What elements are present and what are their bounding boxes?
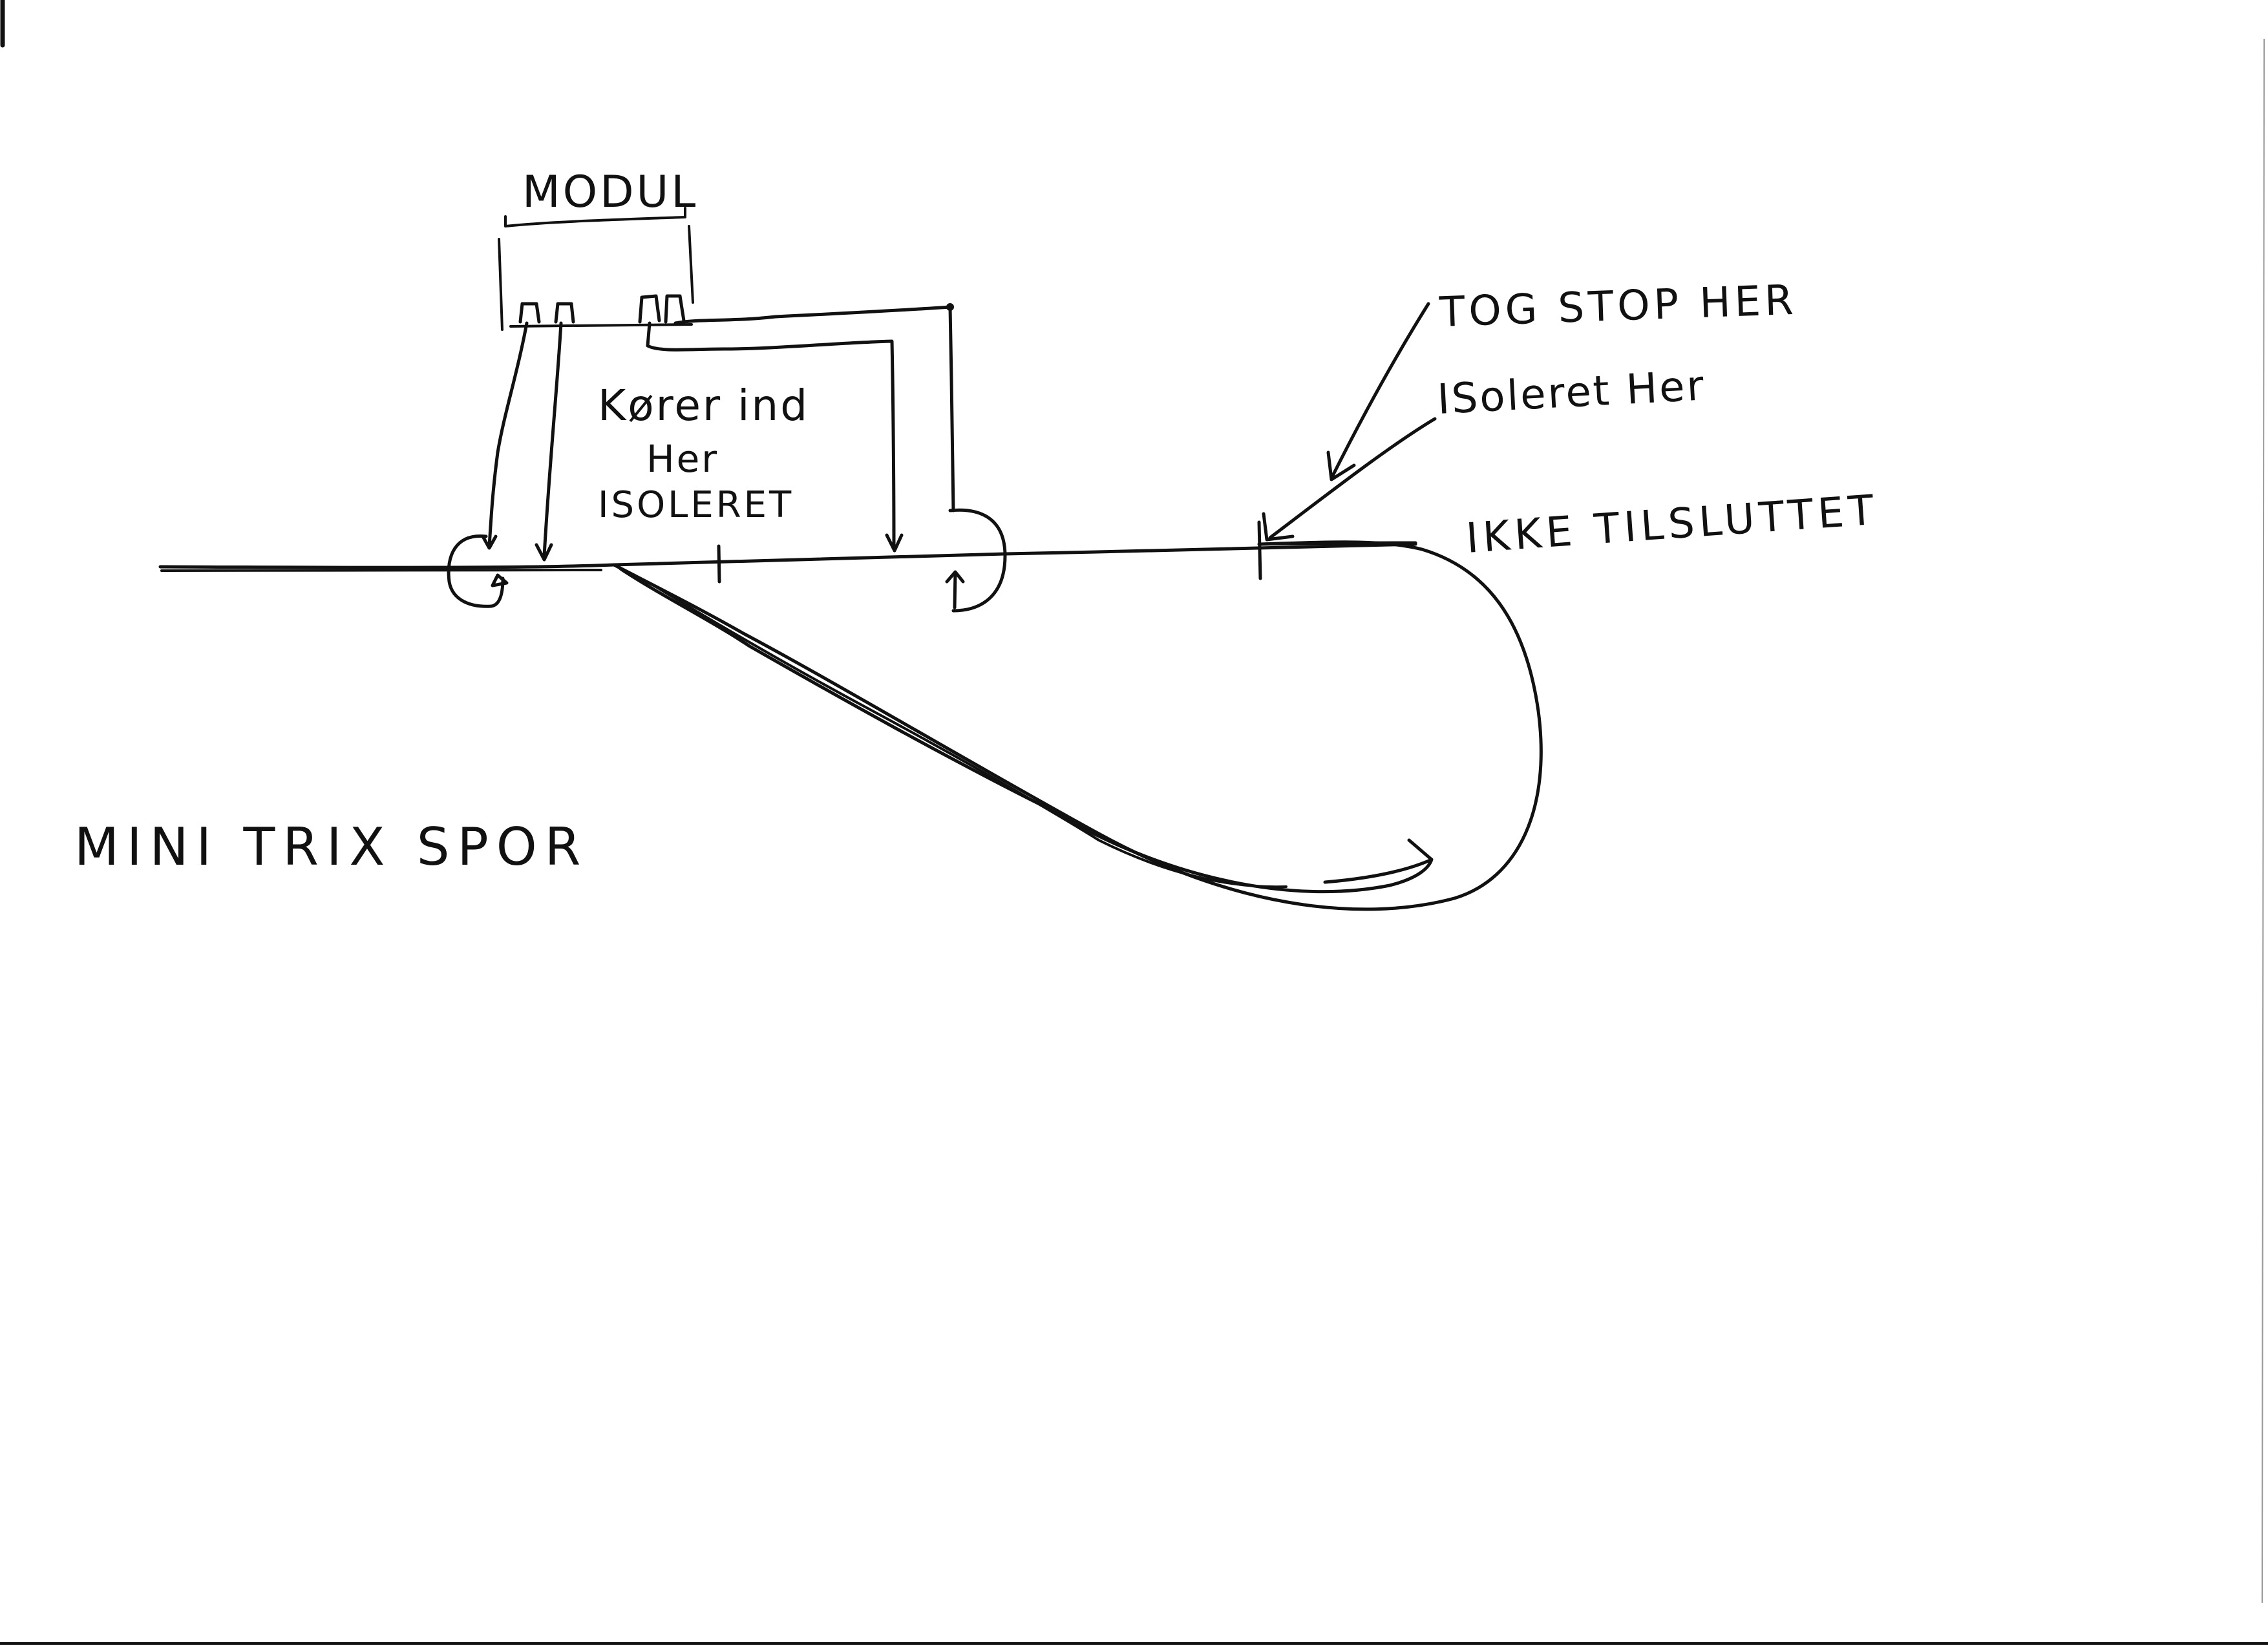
modul-box-left <box>498 238 503 331</box>
arrow-isoleret-her <box>1262 417 1437 542</box>
label-isoleret-her: ISoleret Her <box>1436 362 1707 424</box>
reversing-loop <box>612 540 1543 911</box>
main-track-ghost <box>160 569 602 573</box>
isolation-tick-right <box>1257 520 1262 580</box>
main-track <box>158 542 1417 569</box>
label-korer-line3: ISOLERET <box>598 484 794 526</box>
reversing-loop-inner <box>619 567 1434 894</box>
wire-left-1 <box>481 321 529 550</box>
wire-left-2 <box>535 321 563 562</box>
scan-edge-right <box>2262 38 2265 1603</box>
label-modul: MODUL <box>522 167 698 218</box>
label-mini-trix-spor: MINI TRIX SPOR <box>74 817 588 877</box>
wire-right-outer <box>673 305 955 512</box>
label-korer-line2: Her <box>646 437 719 481</box>
module-pins <box>509 294 693 328</box>
wire-right-inner <box>646 321 904 553</box>
line-ikke-tilsluttet <box>1257 541 1417 546</box>
label-korer-line1: Kører ind <box>598 381 809 430</box>
wire-right-outer-node <box>946 303 954 311</box>
reversing-loop-inner-2 <box>652 584 1288 889</box>
label-ikke-tilsluttet: IKKE TILSLUTTET <box>1465 487 1880 563</box>
left-loop-arrow <box>447 534 509 608</box>
label-tog-stop-her: TOG STOP HER <box>1438 277 1798 337</box>
modul-box-right <box>688 225 694 304</box>
right-loop-arrow <box>945 508 1007 613</box>
arrow-tog-stop <box>1326 302 1430 481</box>
modul-bracket <box>504 207 686 227</box>
